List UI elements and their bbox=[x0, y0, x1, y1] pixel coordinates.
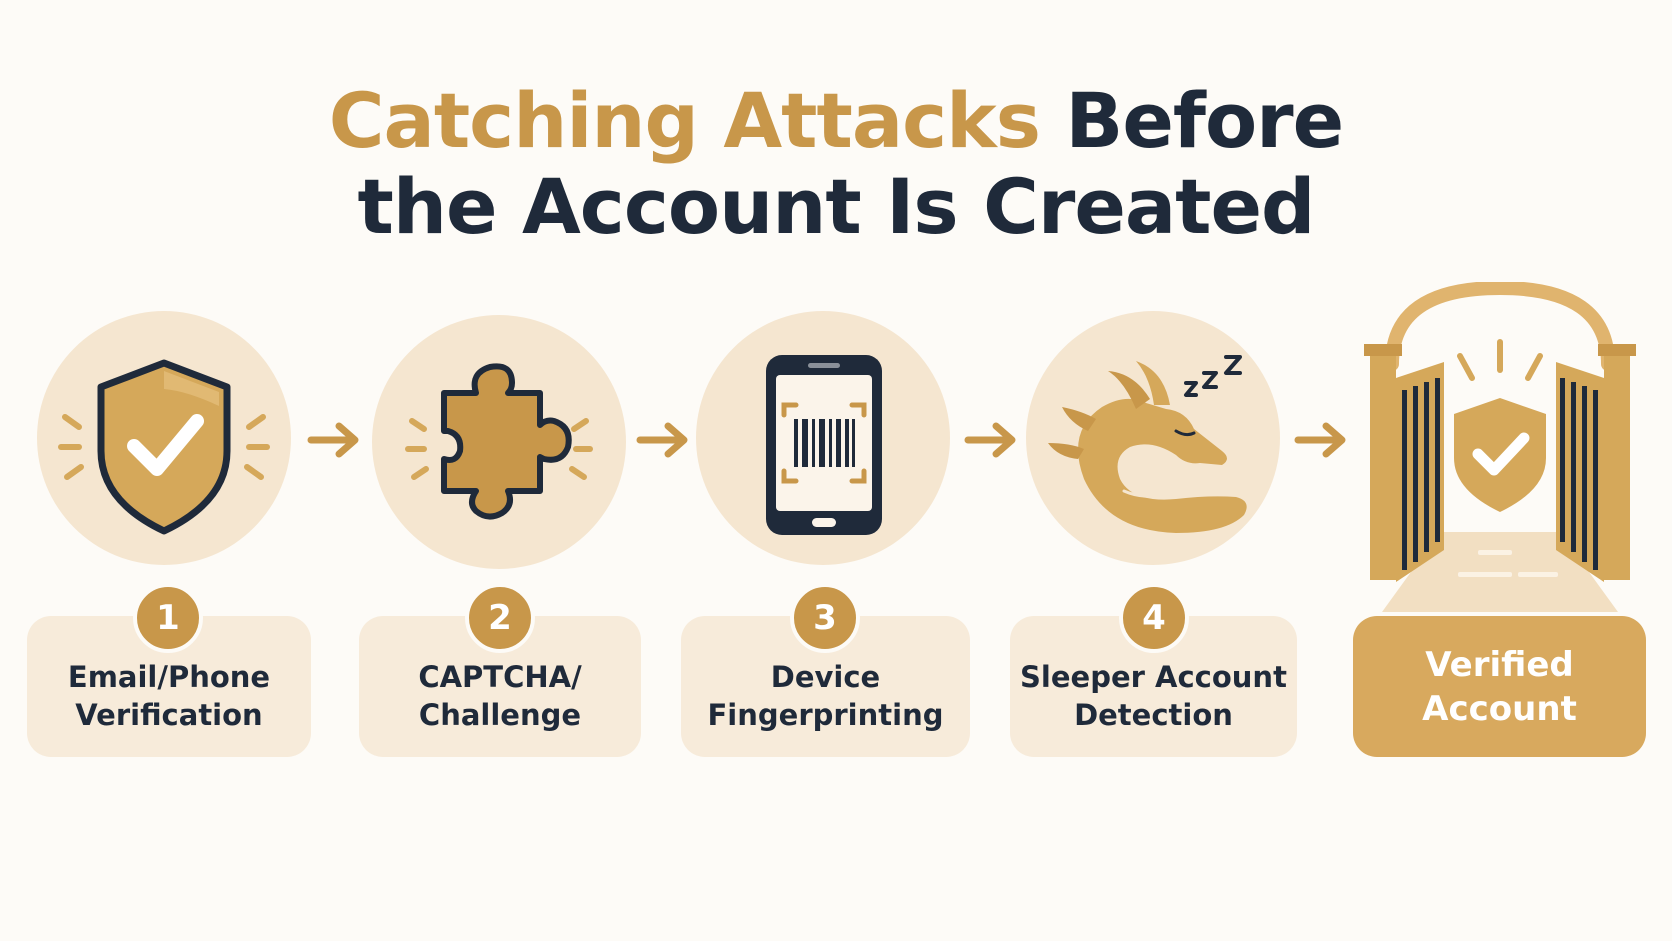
step-3-label: Device Fingerprinting bbox=[707, 659, 944, 732]
shield-check-icon bbox=[58, 359, 270, 535]
arrow-right-icon bbox=[636, 422, 688, 458]
step-2-circle bbox=[372, 315, 626, 569]
step-1-badge: 1 bbox=[133, 583, 203, 653]
title-highlight: Catching Attacks bbox=[328, 76, 1041, 165]
title-line-1: Catching Attacks Before bbox=[0, 78, 1672, 164]
step-3-badge: 3 bbox=[790, 583, 860, 653]
step-1-label: Email/Phone Verification bbox=[67, 659, 271, 732]
arrow-right-icon bbox=[307, 422, 359, 458]
verified-account-card: Verified Account bbox=[1353, 616, 1646, 757]
sleeping-dragon-icon bbox=[1048, 355, 1247, 533]
step-4-badge: 4 bbox=[1119, 583, 1189, 653]
step-1-card: Email/Phone Verification bbox=[27, 616, 311, 757]
arrow-right-icon bbox=[964, 422, 1016, 458]
puzzle-piece-icon bbox=[405, 363, 593, 520]
open-gate-shield-icon bbox=[1364, 282, 1636, 612]
step-2-label: CAPTCHA/ Challenge bbox=[418, 659, 582, 732]
step-4-label: Sleeper Account Detection bbox=[1020, 659, 1287, 732]
step-4-circle bbox=[1026, 311, 1280, 565]
page-title: Catching Attacks Before the Account Is C… bbox=[0, 78, 1672, 250]
step-2-badge: 2 bbox=[465, 583, 535, 653]
arrow-right-icon bbox=[1294, 422, 1346, 458]
title-rest: Before bbox=[1065, 76, 1344, 165]
phone-barcode-icon bbox=[766, 355, 882, 535]
title-line-2: the Account Is Created bbox=[357, 162, 1316, 251]
step-3-circle bbox=[696, 311, 950, 565]
verified-account-label: Verified Account bbox=[1422, 644, 1577, 729]
step-1-circle bbox=[37, 311, 291, 565]
